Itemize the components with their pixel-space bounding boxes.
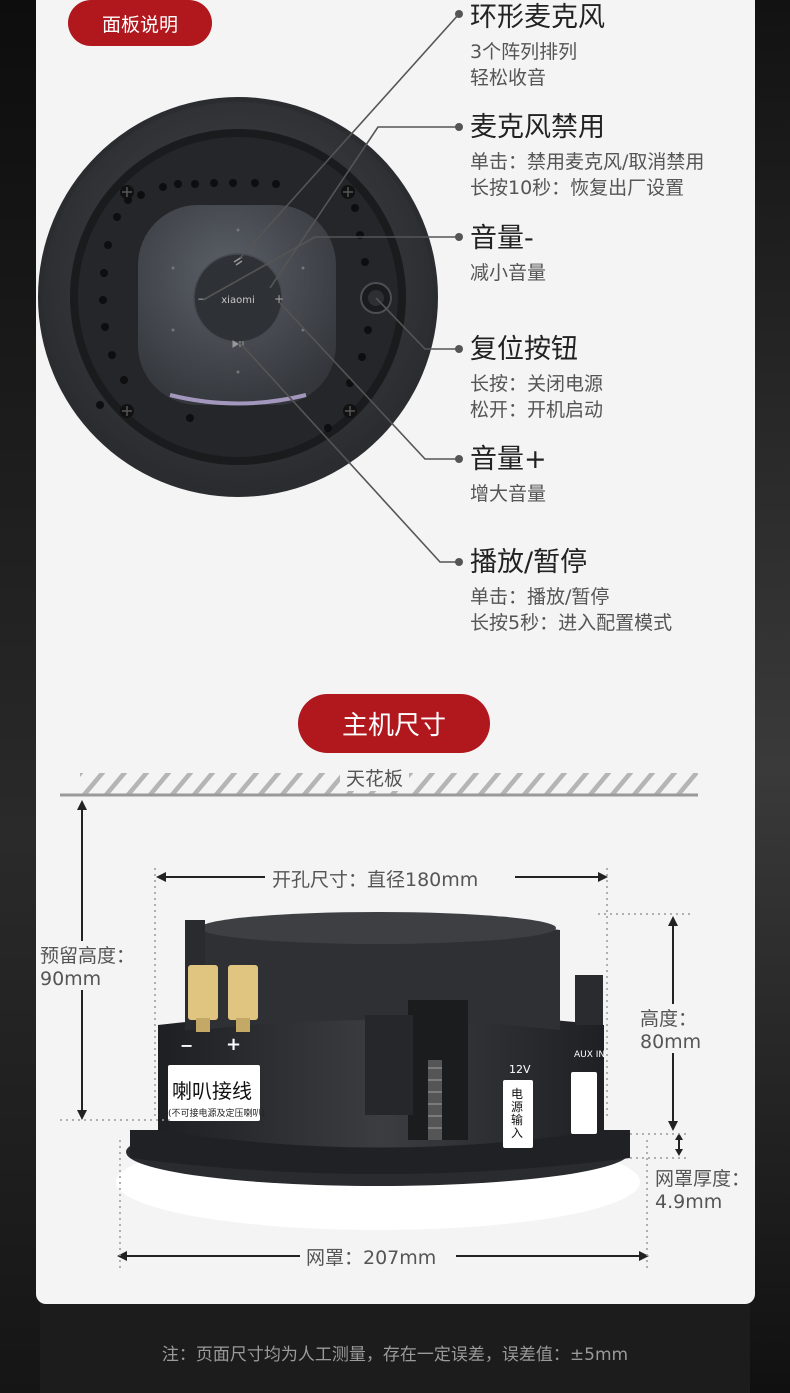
feature-volume-down: 音量- 减小音量	[470, 225, 546, 286]
feature-reset-button: 复位按钮 长按：关闭电源 松开：开机启动	[470, 336, 603, 423]
volume-minus-icon: −	[197, 292, 207, 306]
feature-title: 麦克风禁用	[470, 112, 605, 143]
footnote-tolerance: 注：页面尺寸均为人工测量，存在一定误差，误差值：±5mm	[161, 1345, 629, 1365]
speaker-terminal-note: (不可接电源及定压喇叭)	[168, 1109, 266, 1119]
reserve-height-label: 预留高度：	[40, 941, 136, 968]
hole-size-label: 开孔尺寸：直径180mm	[272, 865, 479, 892]
pad-dots	[171, 228, 305, 374]
feature-title: 音量-	[470, 223, 534, 254]
dotted-guides	[60, 868, 690, 1268]
body-height-label: 高度：	[640, 1004, 698, 1031]
mount-screws	[120, 185, 357, 418]
aux-in-label: AUX IN	[574, 1050, 606, 1060]
volume-plus-icon: +	[274, 292, 284, 306]
feature-title: 音量+	[470, 444, 547, 475]
upper-body	[200, 917, 560, 1030]
panel-section-title: 面板说明	[68, 0, 212, 46]
reserve-height-value: 90mm	[40, 968, 102, 990]
body-height-value: 80mm	[640, 1031, 702, 1053]
power-input-sticker	[503, 1080, 533, 1148]
leader-lines	[202, 10, 463, 566]
mic-hole-dots	[96, 179, 372, 432]
background-right-shadow	[750, 0, 790, 1393]
device-side-view	[116, 912, 640, 1230]
grille-thickness-value: 4.9mm	[655, 1191, 723, 1213]
brand-text: xiaomi	[221, 295, 254, 306]
feature-desc-line: 3个阵列排列	[470, 41, 578, 63]
feature-desc-line: 增大音量	[470, 483, 547, 505]
background-left-shadow	[0, 0, 40, 1393]
grille-diameter-label: 网罩：207mm	[306, 1243, 437, 1270]
feature-mic-mute: 麦克风禁用 单击：禁用麦克风/取消禁用 长按10秒：恢复出厂设置	[470, 114, 704, 201]
feature-desc-line: 长按5秒：进入配置模式	[470, 612, 673, 634]
feature-volume-up: 音量+ 增大音量	[470, 446, 547, 507]
feature-title: 环形麦克风	[470, 2, 605, 33]
grille-thickness-label: 网罩厚度：	[655, 1164, 751, 1191]
terminal-plus-sign: +	[226, 1034, 242, 1055]
terminal-left	[188, 965, 218, 1020]
ceiling-label: 天花板	[340, 764, 410, 791]
feature-desc-line: 松开：开机启动	[470, 399, 604, 421]
dimensions-section-title: 主机尺寸	[298, 694, 490, 753]
terminal-minus-sign: −	[180, 1036, 194, 1055]
feature-play-pause: 播放/暂停 单击：播放/暂停 长按5秒：进入配置模式	[470, 549, 672, 636]
terminal-right	[228, 965, 258, 1020]
feature-desc-line: 长按：关闭电源	[470, 373, 604, 395]
feature-desc-line: 轻松收音	[470, 67, 547, 89]
feature-title: 复位按钮	[470, 334, 578, 365]
power-input-label: 电源输入	[511, 1087, 524, 1140]
feature-desc-line: 单击：禁用麦克风/取消禁用	[470, 151, 705, 173]
feature-desc-line: 减小音量	[470, 262, 547, 284]
feature-ring-mic: 环形麦克风 3个阵列排列 轻松收音	[470, 4, 605, 91]
aux-sticker	[571, 1072, 597, 1134]
speaker-terminal-label: 喇叭接线	[172, 1079, 252, 1103]
feature-desc-line: 长按10秒：恢复出厂设置	[470, 177, 685, 199]
device-top-view: xiaomi − +	[38, 97, 438, 497]
feature-title: 播放/暂停	[470, 547, 588, 578]
center-control-ring	[193, 253, 283, 343]
voltage-label: 12V	[509, 1063, 531, 1076]
feature-desc-line: 单击：播放/暂停	[470, 586, 610, 608]
speaker-terminal-sticker	[168, 1065, 260, 1121]
